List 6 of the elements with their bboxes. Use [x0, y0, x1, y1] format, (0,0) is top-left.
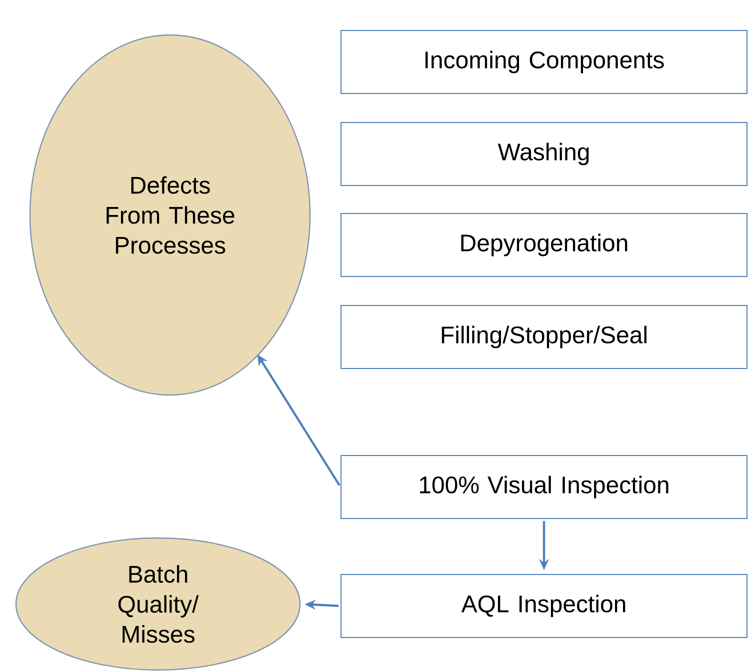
- process-box: Filling/Stopper/Seal: [340, 305, 748, 369]
- process-box: Incoming Components: [340, 30, 748, 94]
- process-box: AQL Inspection: [340, 574, 748, 638]
- process-box: Washing: [340, 122, 748, 186]
- process-box: Depyrogenation: [340, 213, 748, 277]
- process-box: 100% Visual Inspection: [340, 455, 748, 519]
